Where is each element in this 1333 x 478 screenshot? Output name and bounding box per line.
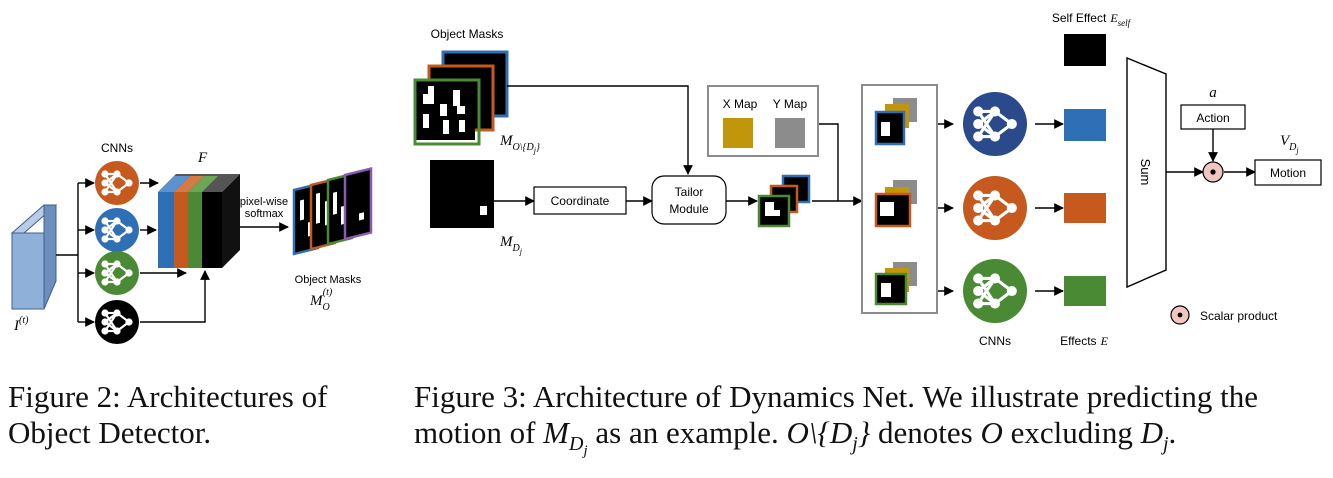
diagram-canvas: I(t) CNNs F: [10, 11, 1322, 348]
effect-orange-swatch: [1064, 193, 1106, 223]
m-dj-label: MDj: [499, 234, 523, 256]
figure3: Object Masks MO\{Dj} MDj: [413, 11, 1322, 348]
fig3-caption-o2: O: [980, 415, 1003, 450]
tailor-label-1: Tailor: [675, 185, 704, 199]
figure2-caption: Figure 2: Architectures of Object Detect…: [8, 379, 388, 451]
tailored-crops: [757, 174, 811, 228]
cnn-navy-icon: [963, 92, 1027, 156]
concat-blue: [874, 98, 917, 146]
action-symbol: a: [1209, 85, 1217, 101]
concat-green: [874, 262, 917, 306]
fig3-caption-m: MDj: [543, 415, 588, 460]
sum-label: Sum: [1138, 159, 1153, 186]
figure2: I(t) CNNs F: [10, 141, 373, 344]
cnn-green-large-icon: [963, 259, 1027, 323]
effect-blue-swatch: [1064, 109, 1106, 141]
tailor-module-box: [651, 175, 727, 225]
object-masks-stack: [413, 50, 509, 146]
x-map-swatch: [723, 118, 753, 148]
cnn-orange-large-icon: [963, 176, 1027, 240]
softmax-label-2: softmax: [245, 208, 284, 220]
coordinate-box: [533, 186, 627, 215]
motion-label: Motion: [1270, 166, 1306, 180]
cnn-green-icon: [95, 251, 139, 295]
action-box: [1180, 104, 1246, 130]
scalar-product-label: Scalar product: [1200, 309, 1278, 323]
output-masks-stack: [292, 166, 373, 256]
y-map-swatch: [775, 118, 805, 148]
fig2-object-masks-label: Object Masks: [295, 274, 362, 286]
feature-label-f: F: [197, 150, 208, 166]
y-map-label: Y Map: [773, 97, 808, 111]
fig2-caption-text: Architectures of Object Detector.: [8, 379, 328, 450]
fig3-caption-d: Dj: [1140, 415, 1169, 456]
figure3-caption: Figure 3: Architecture of Dynamics Net. …: [414, 379, 1259, 460]
fig2-caption-prefix: Figure 2:: [8, 379, 121, 414]
mask-dj: [430, 160, 494, 228]
cnn-blue-icon: [95, 208, 139, 252]
v-dj-label: VDj: [1280, 133, 1299, 155]
scalar-product-legend: Scalar product: [1170, 305, 1278, 325]
cnns-label: CNNs: [101, 141, 133, 155]
coordinate-label: Coordinate: [551, 194, 610, 208]
sum-block: [1126, 56, 1167, 289]
fig3-caption-text2: as an example.: [595, 415, 779, 450]
cnn-black-icon: [95, 300, 139, 344]
fig3-caption-text1: Architecture of Dynamics Net. We illustr…: [414, 379, 1259, 450]
cnn-orange-icon: [95, 161, 139, 205]
m-excl-label: MO\{Dj}: [499, 133, 540, 155]
tailor-label-2: Module: [669, 202, 709, 216]
softmax-label-1: pixel-wise: [240, 196, 288, 208]
fig3-caption-text4: excluding: [1010, 415, 1133, 450]
motion-box: [1254, 159, 1322, 186]
feature-stack: [158, 174, 240, 268]
input-image-block: [10, 204, 58, 310]
scalar-product-icon: [1202, 161, 1224, 183]
branch-lines: [56, 178, 210, 327]
action-label: Action: [1196, 111, 1229, 125]
input-label: I(t): [13, 315, 29, 334]
effect-green-swatch: [1064, 276, 1106, 306]
fig3-object-masks-label: Object Masks: [431, 27, 504, 41]
mo-label: MO(t): [309, 287, 333, 313]
x-map-label: X Map: [723, 97, 758, 111]
self-effect-swatch: [1064, 34, 1106, 66]
concat-orange: [874, 180, 917, 228]
fig3-caption-o: O\{Dj}: [786, 415, 871, 456]
fig3-caption-prefix: Figure 3:: [414, 379, 527, 414]
fig3-cnns-label: CNNs: [979, 334, 1011, 348]
fig3-caption-text3: denotes: [877, 415, 973, 450]
